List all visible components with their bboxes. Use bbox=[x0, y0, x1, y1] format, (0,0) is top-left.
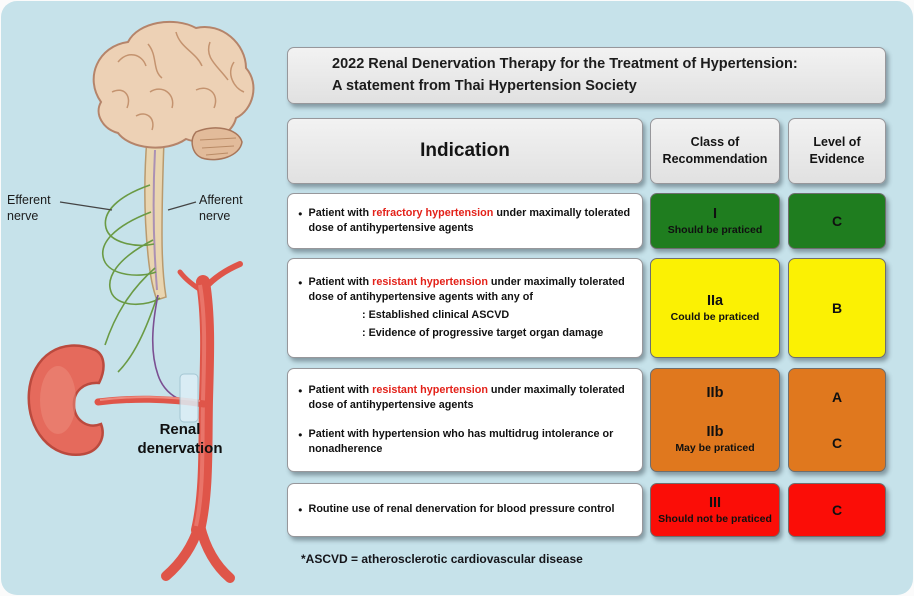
renal-denervation-label-line2: denervation bbox=[137, 439, 223, 457]
class-caption: Should be praticed bbox=[667, 223, 763, 236]
level-of-evidence-cell-row4: C bbox=[788, 483, 886, 537]
class-roman-numeral: IIa bbox=[706, 292, 724, 309]
indication-header-label: Indication bbox=[420, 140, 510, 161]
class-caption: May be praticed bbox=[675, 442, 755, 455]
title-box: 2022 Renal Denervation Therapy for the T… bbox=[287, 47, 886, 104]
aorta-illustration bbox=[161, 261, 243, 583]
class-roman-numeral: III bbox=[708, 494, 722, 511]
brain-illustration bbox=[92, 20, 255, 161]
indication-bullet: ● Patient with refractory hypertension un… bbox=[296, 206, 634, 236]
indication-bullet: ● Patient with hypertension who has multi… bbox=[296, 427, 634, 457]
level-of-evidence-header: Level of Evidence bbox=[788, 118, 886, 184]
highlighted-term: resistant hypertension bbox=[372, 383, 488, 396]
title-line2: A statement from Thai Hypertension Socie… bbox=[332, 77, 637, 94]
class-group: IIb bbox=[707, 384, 724, 403]
indication-bullet: ● Patient with resistant hypertension und… bbox=[296, 383, 634, 413]
efferent-nerve-label: Efferent nerve bbox=[7, 192, 51, 225]
class-header-line2: Recommendation bbox=[662, 152, 768, 166]
class-roman-numeral: IIb bbox=[706, 424, 724, 441]
highlighted-term: refractory hypertension bbox=[372, 206, 494, 219]
indication-text: Patient with resistant hypertension unde… bbox=[308, 383, 625, 411]
indication-cell-row4: ● Routine use of renal denervation for bl… bbox=[287, 483, 643, 537]
indication-cell-row1: ● Patient with refractory hypertension un… bbox=[287, 193, 643, 249]
renal-denervation-label: Renal denervation bbox=[118, 421, 242, 459]
renal-denervation-label-line1: Renal bbox=[159, 421, 201, 438]
ascvd-footnote: *ASCVD = atherosclerotic cardiovascular … bbox=[301, 552, 583, 566]
indication-text: : Evidence of progressive target organ d… bbox=[362, 327, 604, 340]
indication-text: Patient with hypertension who has multid… bbox=[308, 428, 614, 456]
bullet-icon: ● bbox=[298, 505, 303, 515]
bullet-icon: ● bbox=[298, 277, 303, 287]
indication-bullet: ● Patient with resistant hypertension und… bbox=[296, 275, 634, 305]
class-of-recommendation-header: Class of Recommendation bbox=[650, 118, 780, 184]
bullet-icon: ● bbox=[298, 430, 303, 440]
evidence-letter: C bbox=[831, 435, 843, 451]
afferent-nerve-label-line2: nerve bbox=[199, 209, 231, 224]
evidence-letter: C bbox=[831, 213, 843, 229]
efferent-nerve-label-line1: Efferent bbox=[7, 193, 51, 207]
cerebellum bbox=[191, 127, 243, 161]
title-line1: 2022 Renal Denervation Therapy for the T… bbox=[332, 55, 798, 72]
evidence-letter: C bbox=[831, 502, 843, 518]
highlighted-term: resistant hypertension bbox=[372, 275, 488, 288]
renal-nerves bbox=[102, 184, 187, 403]
class-caption: Should not be praticed bbox=[658, 512, 772, 525]
indication-text: Patient with refractory hypertension und… bbox=[308, 206, 631, 234]
level-of-evidence-cell-row1: C bbox=[788, 193, 886, 249]
indication-text: Routine use of renal denervation for blo… bbox=[308, 503, 615, 516]
afferent-nerve-label-line1: Afferent bbox=[199, 193, 243, 207]
brainstem-spinal-cord bbox=[144, 137, 167, 301]
label-connector-lines bbox=[59, 201, 197, 211]
indication-text: Patient with resistant hypertension unde… bbox=[308, 275, 625, 303]
indication-text: : Established clinical ASCVD bbox=[362, 309, 510, 321]
indication-cell-row2: ● Patient with resistant hypertension und… bbox=[287, 258, 643, 358]
afferent-nerve-label: Afferent nerve bbox=[199, 192, 243, 225]
class-header-line1: Class of bbox=[690, 135, 740, 150]
denervation-catheter-cuff bbox=[179, 373, 199, 423]
level-of-evidence-cell-row2: B bbox=[788, 258, 886, 358]
kidney-illustration bbox=[27, 344, 105, 457]
evidence-header-line2: Evidence bbox=[809, 152, 865, 166]
evidence-letter: B bbox=[831, 300, 843, 316]
class-roman-numeral: IIb bbox=[706, 385, 724, 402]
class-caption: Could be praticed bbox=[670, 310, 760, 323]
bullet-icon: ● bbox=[298, 208, 303, 218]
indication-bullet: ● Routine use of renal denervation for bl… bbox=[296, 502, 634, 517]
anatomy-illustration bbox=[27, 20, 255, 583]
efferent-nerve-label-line2: nerve bbox=[7, 209, 39, 224]
class-roman-numeral: I bbox=[712, 205, 717, 222]
indication-header: Indication bbox=[287, 118, 643, 184]
evidence-letter: A bbox=[831, 389, 843, 405]
bullet-icon: ● bbox=[298, 385, 303, 395]
indication-subline: : Established clinical ASCVD bbox=[296, 308, 634, 323]
evidence-header-line1: Level of bbox=[813, 135, 861, 150]
indication-cell-row3: ● Patient with resistant hypertension und… bbox=[287, 368, 643, 472]
indication-subline: : Evidence of progressive target organ d… bbox=[296, 326, 634, 341]
